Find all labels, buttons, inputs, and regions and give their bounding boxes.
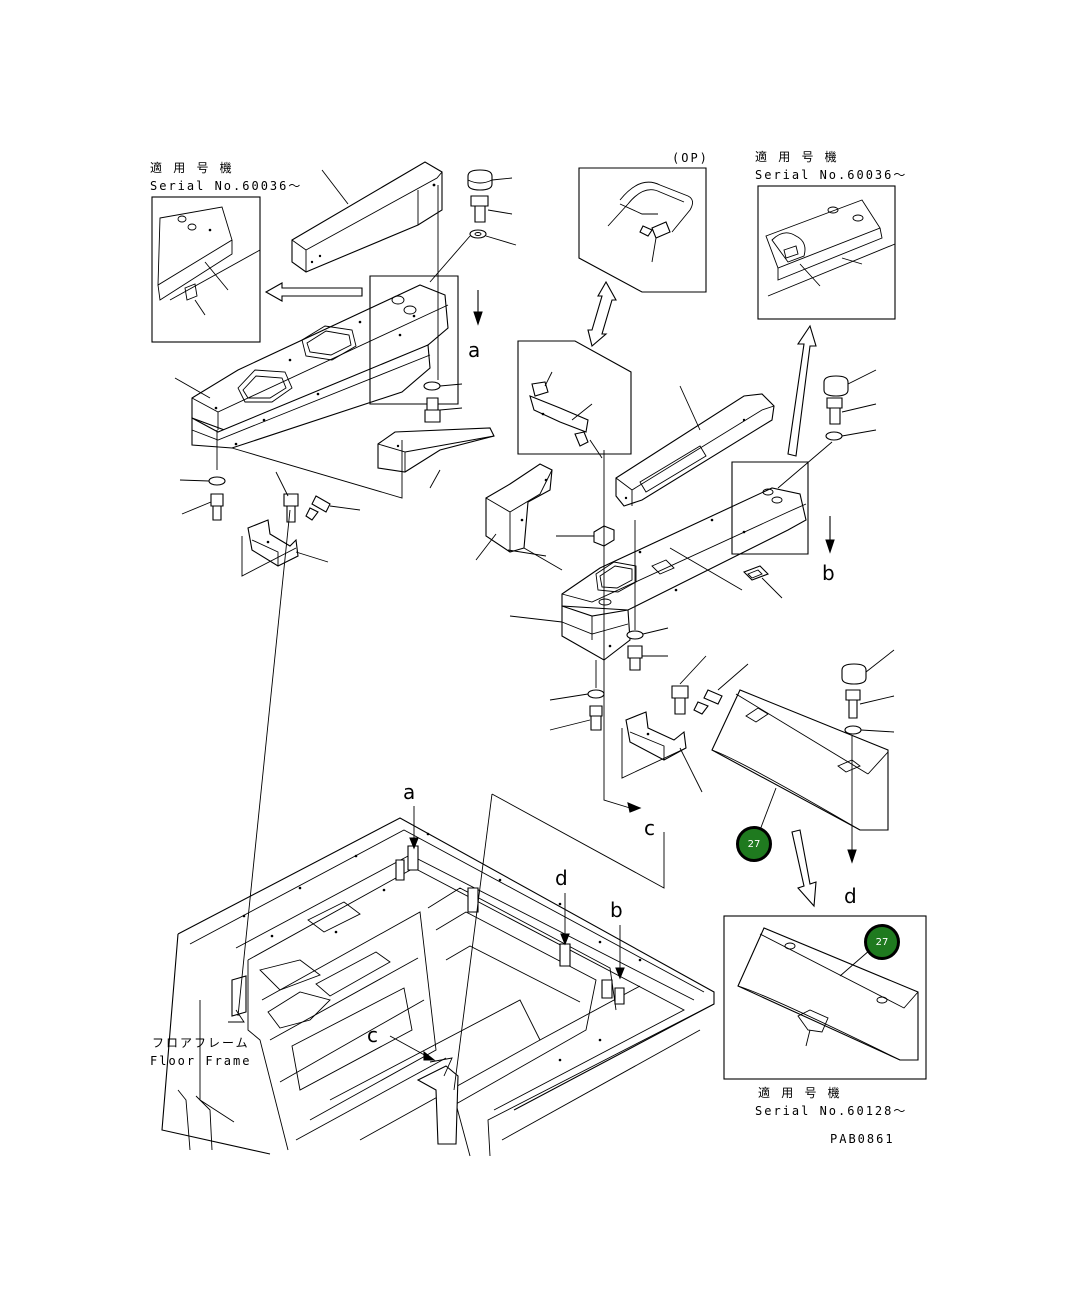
applicability-serial-1: Serial No.60036～ — [150, 179, 303, 193]
optional-part-inset — [578, 167, 707, 293]
rear-cover-part-27 — [711, 689, 889, 831]
applicability-serial-2: Serial No.60036～ — [755, 168, 908, 182]
detail-inset-serial-60036-right — [757, 185, 896, 320]
applicability-serial-3: Serial No.60128～ — [755, 1104, 908, 1118]
arrow-to-inset-3 — [791, 829, 817, 908]
upper-cover-right — [615, 385, 775, 507]
reference-d-top: d — [555, 866, 568, 890]
floor-frame — [161, 817, 715, 1157]
reference-b-top: b — [822, 561, 835, 585]
upper-cover-left — [291, 161, 443, 273]
reference-d-bottom: d — [844, 884, 857, 908]
bracket-lower-right — [621, 655, 749, 793]
hole-detail-frame-b — [731, 461, 809, 555]
fasteners-middle — [549, 450, 669, 813]
reference-leaders — [237, 509, 665, 1091]
fasteners-top-right — [777, 369, 877, 554]
fasteners-top-left — [423, 169, 517, 423]
bracket-inset-middle — [517, 340, 632, 459]
part-callout-27[interactable]: 27 — [736, 826, 772, 862]
option-label: (OP) — [672, 151, 709, 165]
detail-inset-serial-60128 — [723, 915, 927, 1080]
reference-b-bottom: b — [610, 898, 623, 922]
part-callout-27-detail[interactable]: 27 — [864, 924, 900, 960]
fasteners-lower-right — [841, 649, 895, 864]
side-bracket-right — [475, 463, 563, 571]
reference-c-bottom: c — [367, 1023, 378, 1047]
arrow-to-inset-2 — [787, 324, 817, 457]
fasteners-lower-left — [179, 430, 361, 577]
applicability-jp-3: 適 用 号 機 — [758, 1086, 842, 1100]
arrow-to-inset-1 — [264, 282, 363, 302]
floor-frame-jp: フロアフレーム — [152, 1036, 250, 1050]
console-box-right — [509, 487, 807, 661]
drawing-code: PAB0861 — [830, 1132, 895, 1146]
console-box-left — [174, 284, 449, 449]
double-arrow-op — [587, 280, 617, 347]
applicability-jp-1: 適 用 号 機 — [150, 161, 234, 175]
applicability-jp-2: 適 用 号 機 — [755, 150, 839, 164]
floor-frame-en: Floor Frame — [150, 1054, 252, 1068]
reference-c-top: c — [644, 816, 655, 840]
reference-a-bottom: a — [403, 780, 416, 804]
detail-inset-serial-60036-left — [151, 196, 261, 343]
reference-a-top: a — [468, 338, 481, 362]
rear-bracket-left — [231, 427, 495, 499]
hole-detail-frame-a — [369, 275, 459, 405]
